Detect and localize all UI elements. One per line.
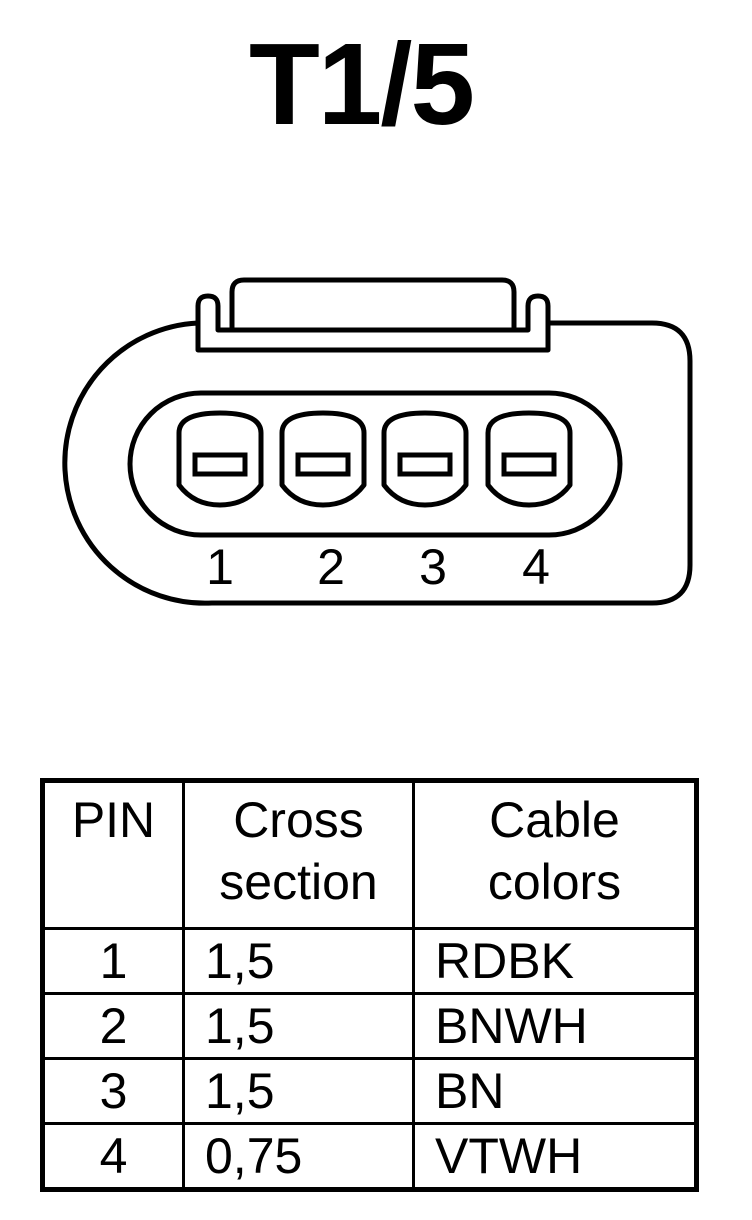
connector-housing	[62, 320, 693, 606]
connector-pin-3	[381, 410, 469, 508]
pin-label-3: 3	[419, 539, 447, 595]
table-row: 3 1,5 BN	[41, 1057, 698, 1125]
cell-cable-color: RDBK	[412, 927, 698, 995]
pin-label-2: 2	[317, 539, 345, 595]
connector-pin-4	[485, 410, 573, 508]
cell-pin: 1	[41, 927, 185, 995]
cell-pin: 3	[41, 1057, 185, 1125]
cell-cross-section: 1,5	[182, 992, 415, 1060]
pin-label-1: 1	[206, 539, 234, 595]
cell-cable-color: BN	[412, 1057, 698, 1125]
header-cross-section: Cross section	[182, 779, 415, 930]
pinout-table: PIN Cross section Cable colors 1 1,5 RDB…	[40, 778, 699, 1192]
pin-cavity	[127, 390, 623, 538]
pin-label-4: 4	[522, 539, 550, 595]
cell-cross-section: 1,5	[182, 927, 415, 995]
cell-cable-color: BNWH	[412, 992, 698, 1060]
header-cable-colors: Cable colors	[412, 779, 698, 930]
connector-pin-2	[279, 410, 367, 508]
connector-diagram: 1 2 3 4	[62, 277, 693, 606]
cell-pin: 4	[41, 1122, 185, 1191]
table-row: 2 1,5 BNWH	[41, 992, 698, 1060]
cell-cross-section: 0,75	[182, 1122, 415, 1191]
connector-latch	[229, 277, 517, 330]
cell-cable-color: VTWH	[412, 1122, 698, 1191]
table-row: 4 0,75 VTWH	[41, 1122, 698, 1191]
header-pin: PIN	[41, 779, 185, 930]
connector-latch-clip-left	[195, 293, 551, 333]
cell-pin: 2	[41, 992, 185, 1060]
cell-cross-section: 1,5	[182, 1057, 415, 1125]
table-row: 1 1,5 RDBK	[41, 927, 698, 995]
diagram-title: T1/5	[248, 19, 475, 149]
connector-pin-1	[176, 410, 264, 508]
table-header-row: PIN Cross section Cable colors	[41, 779, 698, 930]
